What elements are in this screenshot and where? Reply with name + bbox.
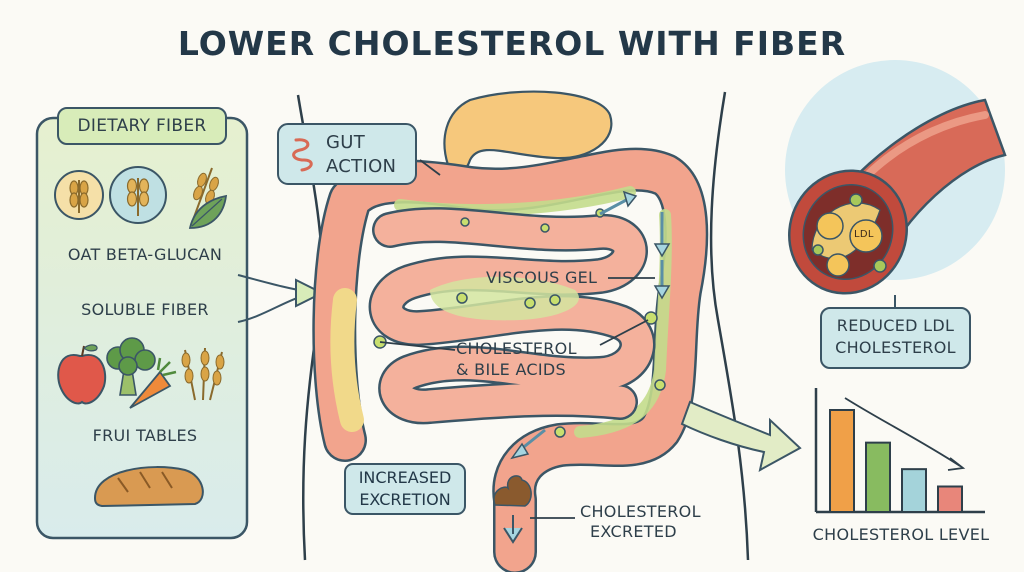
cholesterol-excreted-label-line-2: EXCRETED [590,522,677,541]
excretion-arrow [503,515,523,544]
fruits-vegetables-label: FRUI TABLES [92,426,198,445]
increased-excretion-badge: INCREASED EXCRETION [344,463,466,515]
grain-circle-icon [54,170,104,220]
soluble-fiber-label: SOLUBLE FIBER [81,300,209,319]
gut-to-chart-arrow [680,400,802,472]
oat-beta-glucan-label: OAT BETA-GLUCAN [67,245,223,264]
cholesterol-chart [814,388,985,514]
viscous-gel-label: VISCOUS GEL [486,268,598,287]
dietary-fiber-header-box [57,107,227,145]
dietary-fiber-header: DIETARY FIBER [77,116,207,136]
oat-circle-icon [109,166,167,224]
panel-to-gut-arrowhead [295,278,325,308]
chart-bar-1 [829,409,855,513]
leaf-icon [188,194,228,229]
page-title: LOWER CHOLESTEROL WITH FIBER [177,24,847,63]
cholesterol-excreted-label-line-1: CHOLESTEROL [580,502,701,521]
large-intestine-fill [314,150,706,572]
gut-action-badge [277,123,417,185]
apple-icon [57,344,107,405]
ascending-colon-gel [330,288,364,432]
flow-arrowheads [510,190,671,460]
label-leader-lines [379,159,655,519]
viscous-gel-blob [430,276,579,321]
ldl-label: LDL [854,229,874,240]
chart-bar-2 [865,441,891,514]
reduced-ldl-label-line-2: CHOLESTEROL [835,338,956,357]
broccoli-icon [106,337,156,396]
chart-x-axis-label: CHOLESTEROL LEVEL [812,525,990,544]
gut-action-label-line-2: ACTION [326,156,397,177]
stomach [443,90,613,173]
ldl-particles [812,193,887,277]
chart-trend-arrowhead [947,457,966,471]
carrot-icon [129,357,177,409]
wheat-stalk-icon [192,167,219,221]
gut-icon [292,138,313,172]
stool-icon [493,475,532,507]
cholesterol-bile-label-line-1: CHOLESTEROL [456,339,577,358]
gut-action-label-line-1: GUT [326,132,366,153]
reduced-ldl-badge [820,307,971,369]
chart-bar-4 [937,485,963,513]
bread-icon [93,466,204,508]
chart-bar-3 [901,468,927,514]
chart-trend-arrow [844,397,961,467]
reduced-ldl-label-line-1: REDUCED LDL [836,316,955,335]
cholesterol-bile-label-line-2: & BILE ACIDS [456,360,566,379]
increased-excretion-line-2: EXCRETION [359,490,451,509]
increased-excretion-line-1: INCREASED [358,468,452,487]
wheat-bundle-icon [181,347,225,401]
